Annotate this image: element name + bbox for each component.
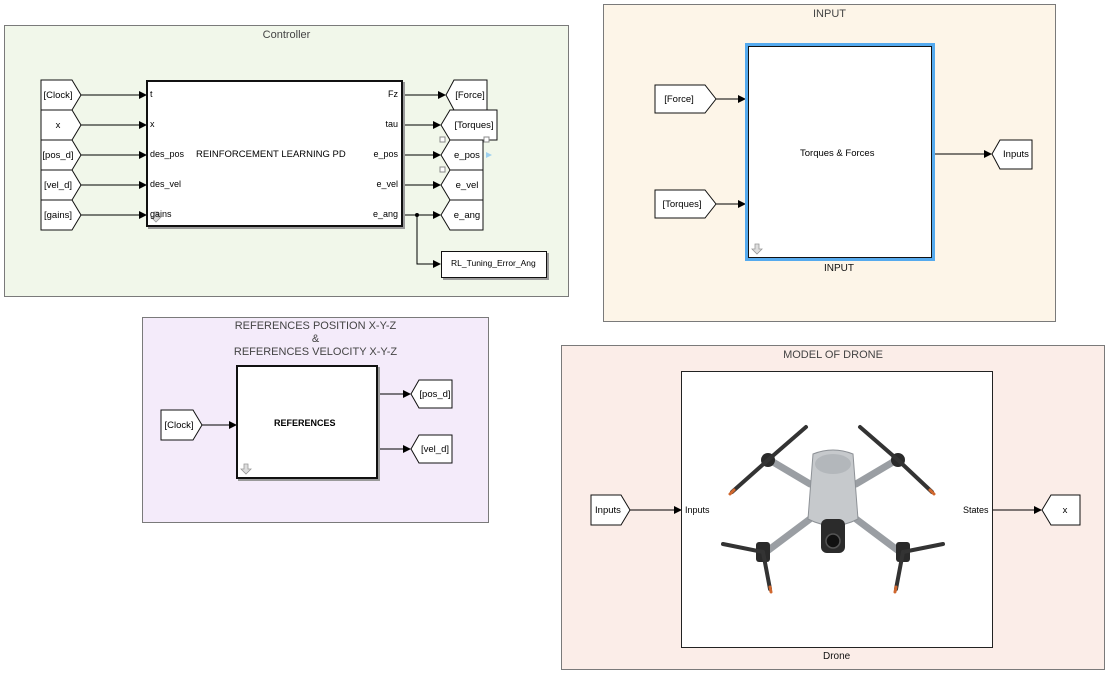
torques-forces-block[interactable]: Torques & Forces <box>745 43 935 261</box>
rl-in-port-des-vel: des_vel <box>150 179 182 189</box>
from-tag-gains[interactable]: [gains] <box>44 209 72 221</box>
goto-tag-torques[interactable]: [Torques] <box>454 119 494 131</box>
references-block-name: REFERENCES <box>274 418 336 428</box>
goto-tag-e-pos[interactable]: e_pos <box>454 149 480 161</box>
drone-caption: Drone <box>823 651 851 662</box>
from-tag-torques-input[interactable]: [Torques] <box>662 198 702 210</box>
drone-block[interactable] <box>681 371 993 648</box>
references-title-line2: & <box>311 333 320 345</box>
goto-tag-shape-e-pos <box>440 139 484 171</box>
goto-tag-shape-x <box>1041 494 1081 526</box>
goto-tag-shape-force <box>445 79 488 111</box>
goto-tag-inputs[interactable]: Inputs <box>1003 149 1029 160</box>
from-tag-shape-torques-2 <box>654 189 717 219</box>
goto-tag-e-ang[interactable]: e_ang <box>453 209 481 221</box>
goto-tag-vel-d[interactable]: [vel_d] <box>421 443 449 455</box>
from-tag-force-input[interactable]: [Force] <box>664 93 694 105</box>
rl-pd-block[interactable]: REINFORCEMENT LEARNING PD <box>146 80 403 227</box>
references-block[interactable]: REFERENCES <box>236 365 378 479</box>
goto-tag-shape-e-vel <box>440 169 484 201</box>
from-tag-shape-clock-2 <box>160 409 203 441</box>
rl-in-port-x: x <box>150 119 155 129</box>
goto-tag-shape-pos-d <box>410 379 453 409</box>
rl-out-port-e-ang: e_ang <box>372 209 398 219</box>
goto-tag-shape-torques <box>440 109 498 141</box>
references-title-line1: REFERENCES POSITION X-Y-Z <box>234 320 397 332</box>
rl-out-port-e-pos: e_pos <box>373 149 398 159</box>
from-tag-pos-d[interactable]: [pos_d] <box>42 149 74 161</box>
drone-image <box>721 425 945 594</box>
branch-point <box>415 213 419 217</box>
goto-tag-shape-inputs <box>991 139 1033 170</box>
from-tag-shape-x <box>40 109 82 141</box>
rl-tuning-error-ang-label: RL_Tuning_Error_Ang <box>451 258 536 268</box>
torques-forces-name: Torques & Forces <box>800 148 875 159</box>
goto-tag-pos-d[interactable]: [pos_d] <box>419 388 451 400</box>
from-tag-x[interactable]: x <box>55 119 61 131</box>
torques-forces-caption: INPUT <box>824 263 854 274</box>
drone-in-port: Inputs <box>685 505 710 515</box>
from-tag-inputs-drone[interactable]: Inputs <box>595 504 621 516</box>
goto-tag-e-vel[interactable]: e_vel <box>455 179 479 191</box>
goto-tag-x[interactable]: x <box>1062 504 1068 516</box>
model-area-title: MODEL OF DRONE <box>783 349 883 361</box>
references-area-title: REFERENCES POSITION X-Y-Z & REFERENCES V… <box>143 320 488 359</box>
from-tag-shape-pos-d <box>40 139 82 171</box>
rl-tuning-error-ang-block[interactable]: RL_Tuning_Error_Ang <box>441 251 547 278</box>
from-tag-clock[interactable]: [Clock] <box>43 89 73 101</box>
subsystem-arrow-icon <box>150 211 162 223</box>
goto-tag-shape-e-ang <box>440 199 484 231</box>
from-tag-vel-d[interactable]: [vel_d] <box>44 179 72 191</box>
drone-out-port: States <box>963 505 989 515</box>
from-tag-shape-clock <box>40 79 82 111</box>
rl-in-port-des-pos: des_pos <box>150 149 185 159</box>
from-tag-shape-vel-d <box>40 169 82 201</box>
input-area-title: INPUT <box>813 8 846 20</box>
rl-in-port-t: t <box>150 89 153 99</box>
rl-out-port-fz: Fz <box>388 89 398 99</box>
goto-tag-force[interactable]: [Force] <box>455 89 485 101</box>
from-tag-clock-ref[interactable]: [Clock] <box>164 419 194 431</box>
controller-area-title: Controller <box>262 29 311 41</box>
from-tag-shape-inputs-2 <box>590 494 631 526</box>
rl-pd-block-name: REINFORCEMENT LEARNING PD <box>196 149 346 160</box>
rl-out-port-e-vel: e_vel <box>376 179 398 189</box>
references-title-line3: REFERENCES VELOCITY X-Y-Z <box>233 346 398 358</box>
goto-tag-shape-vel-d <box>410 434 453 464</box>
subsystem-arrow-icon-references <box>240 463 252 475</box>
subsystem-arrow-icon-input <box>751 243 763 255</box>
from-tag-shape-gains <box>40 199 82 231</box>
from-tag-shape-force-2 <box>654 84 717 114</box>
rl-out-port-tau: tau <box>385 119 398 129</box>
rl-in-port-gains: gains <box>150 209 172 219</box>
